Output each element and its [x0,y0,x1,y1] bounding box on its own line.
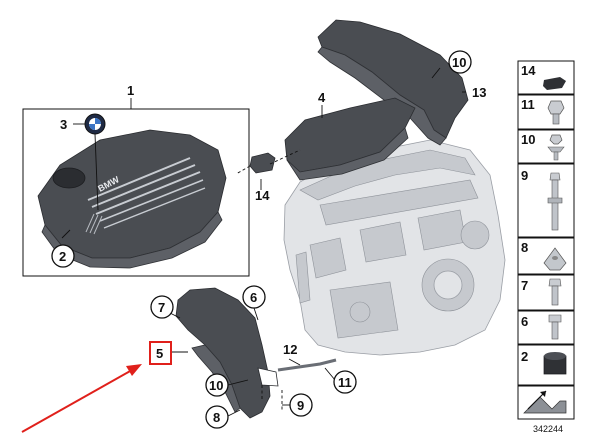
legend-label-6: 6 [521,314,528,329]
callout-11: 11 [338,375,352,390]
callout-9-circle [289,393,313,417]
legend-label-2: 2 [521,349,528,364]
legend-label-11: 11 [521,97,535,112]
callout-7-circle [150,295,174,319]
clip-icon [543,77,566,90]
callout-8-circle [205,405,229,429]
legend-item-6 [517,310,575,345]
callout-3: 3 [60,117,67,132]
callout-10-bottom-circle [205,373,229,397]
legend-item-7 [517,274,575,311]
callout-8: 8 [213,410,220,425]
cover-part-4 [284,97,416,181]
callout-10-top: 10 [452,55,466,70]
red-pointer-arrow [21,364,142,433]
lower-bracket [175,287,279,419]
legend-label-8: 8 [521,240,528,255]
callout-10-top-circle [448,50,472,74]
callout-2-circle [51,244,75,268]
legend-label-7: 7 [521,278,528,293]
callout-4: 4 [318,90,326,105]
callout-7: 7 [158,300,165,315]
legend-label-10: 10 [521,132,535,147]
hex-bolt-icon [548,314,562,323]
highlight-box-part-5 [149,341,172,365]
screw-nut-icon [549,134,563,145]
callouts: 1 3 2 4 10 13 14 7 6 5 10 8 9 12 11 [51,50,486,429]
callout-10-bottom: 10 [209,378,223,393]
legend-item-10 [517,129,575,164]
callout-6: 6 [250,290,257,305]
callout-13: 13 [472,85,486,100]
callout-9: 9 [297,398,304,413]
legend-item-11 [517,94,575,130]
callout-14: 14 [255,188,270,203]
legend-label-14: 14 [521,63,536,78]
legend-item-8 [517,237,575,275]
callout-11-circle [333,370,357,394]
callout-12: 12 [283,342,297,357]
fastener-legend: 14 11 10 9 8 7 6 2 [517,60,575,434]
callout-6-circle [242,285,266,309]
stud-bolt-icon [549,172,561,181]
callout-5: 5 [156,346,163,361]
upper-heat-shield [317,19,469,146]
reference-number: 342244 [533,424,563,434]
engine-block [283,139,506,356]
bolt-icon [548,278,562,287]
nut-icon [547,100,565,115]
callout-2: 2 [59,249,66,264]
legend-label-9: 9 [521,168,528,183]
leader-lines [61,67,466,418]
bmw-emblem [84,113,106,135]
legend-item-9 [517,163,575,238]
engine-cover: BMW [37,129,227,269]
part-12-rod [277,358,337,372]
callout-1: 1 [127,83,134,98]
